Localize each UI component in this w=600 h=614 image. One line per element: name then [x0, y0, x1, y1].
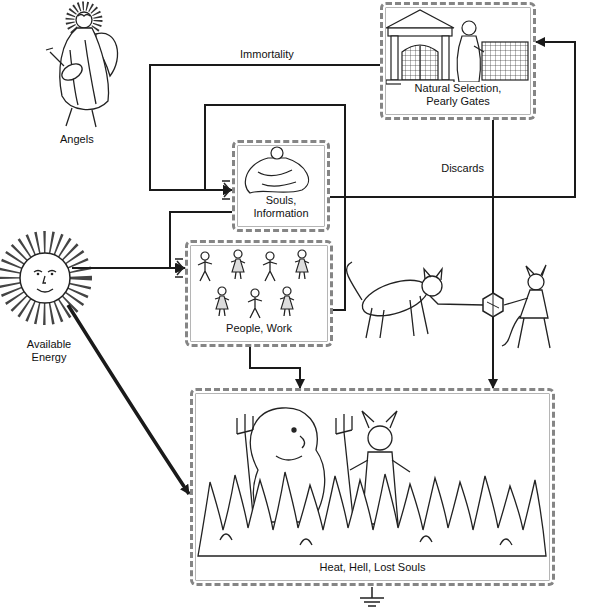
judge-figure [482, 42, 528, 80]
sun-face [20, 253, 70, 303]
pearly-gate [402, 45, 438, 80]
ground-symbol [360, 587, 384, 606]
sun-face [51, 273, 54, 276]
cat-demon [347, 262, 484, 338]
hell-scene [350, 460, 410, 472]
hell-scene [198, 408, 546, 556]
edge-label: Immortality [238, 48, 296, 61]
node-label: People, Work [224, 322, 294, 335]
angel-figure [76, 12, 92, 28]
people-figures [231, 250, 245, 279]
angel-figure [59, 60, 85, 83]
horned-devil [526, 265, 546, 276]
node-text-row: Souls, Information [235, 194, 327, 221]
node-text-row: Natural Selection, Pearly Gates [383, 82, 533, 109]
node-text-row: Heat, Hell, Lost Souls [193, 557, 552, 575]
judge-figure [457, 21, 528, 82]
flow-connector [250, 347, 300, 388]
node-label: Heat, Hell, Lost Souls [318, 561, 428, 574]
node-label: Natural Selection, Pearly Gates [401, 82, 515, 108]
people-figures [198, 250, 309, 318]
horned-devil [502, 298, 550, 348]
horned-devil [528, 274, 544, 290]
hell-scene [292, 428, 296, 432]
edge-label: Discards [439, 162, 486, 175]
figure-caption: Angels [58, 133, 96, 146]
people-figures [198, 252, 212, 281]
angel-figure [46, 6, 118, 127]
hell-box: Heat, Hell, Lost Souls [190, 388, 555, 586]
angel-figure [60, 28, 109, 110]
souls-box: Souls, Information [232, 140, 330, 232]
soul-figure [245, 147, 308, 193]
people-figures [215, 287, 229, 316]
ground-symbol [360, 587, 384, 606]
angel-figure [78, 15, 90, 17]
energy-flow-arrows [68, 268, 189, 494]
sun-face [34, 271, 56, 293]
people-figures [263, 252, 277, 281]
hell-scene [198, 472, 546, 556]
pearly-gate [386, 10, 454, 28]
pearly-gate [391, 36, 398, 80]
pearly-gate [419, 46, 420, 80]
people-figures [248, 289, 262, 318]
figure-caption: Available Energy [16, 338, 82, 364]
pearly-gate [442, 36, 449, 80]
node-text-row: People, Work [188, 318, 330, 336]
hell-scene [276, 436, 305, 460]
people-box: People, Work [185, 240, 333, 347]
cat-demon [347, 262, 362, 300]
pearly-gate [386, 10, 454, 84]
cat-demon [424, 269, 442, 280]
hell-scene [220, 534, 512, 545]
people-figures [280, 287, 294, 316]
selection-box: Natural Selection, Pearly Gates [380, 2, 536, 120]
angel-figure [46, 48, 64, 66]
sun-face [37, 273, 40, 276]
valve-symbol [487, 293, 499, 317]
judge-figure [462, 21, 476, 35]
people-figures [295, 250, 309, 279]
energy-flow-arrows [72, 267, 184, 269]
soul-figure [258, 170, 296, 186]
horned-devil [520, 290, 548, 318]
sun-face [9, 242, 81, 314]
valve-symbol [483, 293, 503, 317]
cat-demon [366, 296, 428, 338]
angel-figure [66, 108, 96, 127]
soul-figure [271, 147, 283, 159]
flow-connector [205, 105, 345, 310]
cat-demon [430, 296, 484, 305]
connectors [150, 42, 575, 388]
input-notch [175, 259, 183, 277]
node-label: Souls, Information [239, 194, 323, 220]
hell-scene [368, 426, 392, 450]
soul-figure [245, 158, 308, 193]
energy-flow-arrows [68, 305, 189, 494]
flow-connector [492, 120, 494, 388]
judge-figure [457, 36, 480, 82]
input-notch [222, 181, 230, 199]
horned-devil [502, 265, 550, 348]
valve-symbol [483, 293, 503, 317]
sun-face [9, 242, 81, 314]
pearly-gate [388, 28, 452, 36]
